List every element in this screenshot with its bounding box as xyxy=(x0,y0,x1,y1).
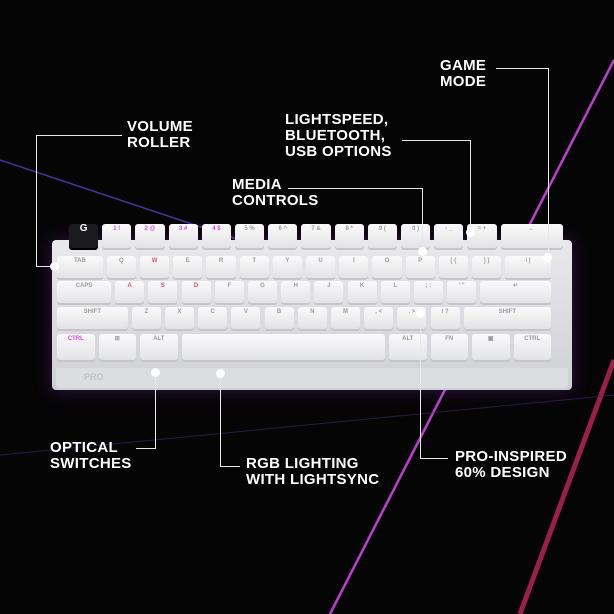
lightspeed-marker xyxy=(465,227,475,237)
key: \ | xyxy=(505,256,551,278)
media-controls-marker xyxy=(417,246,427,256)
key: ↵ xyxy=(480,281,551,303)
label-volume-roller: VOLUME ROLLER xyxy=(127,118,193,151)
key: W xyxy=(140,256,170,278)
pro-inspired-leader xyxy=(420,313,421,458)
key: / ? xyxy=(430,307,460,329)
key: D xyxy=(181,281,211,303)
key: , < xyxy=(364,307,394,329)
key: O xyxy=(372,256,402,278)
key: E xyxy=(173,256,203,278)
key: S xyxy=(148,281,178,303)
key: N xyxy=(297,307,327,329)
key: 1 ! xyxy=(102,224,132,248)
rgb-lighting-leader xyxy=(220,373,221,466)
media-controls-leader xyxy=(288,188,422,189)
key: ' " xyxy=(447,281,477,303)
key: 7 & xyxy=(301,224,331,248)
lightspeed-leader xyxy=(402,140,470,141)
key: [ { xyxy=(438,256,468,278)
key: SHIFT xyxy=(463,307,551,329)
key: R xyxy=(206,256,236,278)
key: U xyxy=(306,256,336,278)
key: Q xyxy=(106,256,136,278)
key: Z xyxy=(131,307,161,329)
label-rgb-lighting: RGB LIGHTING WITH LIGHTSYNC xyxy=(246,455,380,488)
label-pro-inspired: PRO-INSPIRED 60% DESIGN xyxy=(455,448,567,481)
key: CTRL xyxy=(57,334,95,360)
key: P xyxy=(405,256,435,278)
lightspeed-leader xyxy=(470,140,471,232)
key: 3 # xyxy=(168,224,198,248)
key: ; : xyxy=(413,281,444,303)
rgb-lighting-leader xyxy=(220,466,240,467)
key: 9 ( xyxy=(367,224,397,248)
key: CTRL xyxy=(513,334,551,360)
key: T xyxy=(239,256,269,278)
key: B xyxy=(264,307,294,329)
key: ⊞ xyxy=(98,334,136,360)
key: L xyxy=(380,281,410,303)
label-game-mode: GAME MODE xyxy=(440,57,487,90)
optical-switches-leader xyxy=(155,372,156,448)
key: G xyxy=(247,281,278,303)
key: CAPS xyxy=(57,281,112,303)
pro-inspired-leader xyxy=(420,458,448,459)
key: - _ xyxy=(434,224,464,248)
volume-roller-leader xyxy=(36,135,37,266)
rgb-lighting-marker xyxy=(215,368,225,378)
game-mode-key: G xyxy=(69,224,99,248)
key: A xyxy=(115,281,145,303)
key: Y xyxy=(272,256,302,278)
brand-mark: PRO xyxy=(84,372,104,382)
key: C xyxy=(198,307,228,329)
key: TAB xyxy=(57,256,103,278)
pro-inspired-marker xyxy=(415,308,425,318)
key: 5 % xyxy=(235,224,265,248)
media-controls-leader xyxy=(422,188,423,250)
game-mode-marker xyxy=(542,252,552,262)
key: J xyxy=(314,281,344,303)
key: I xyxy=(339,256,369,278)
key: 8 * xyxy=(334,224,364,248)
key: 4 $ xyxy=(201,224,231,248)
volume-roller-leader xyxy=(36,135,122,136)
volume-roller-leader xyxy=(36,266,54,267)
optical-switches-marker xyxy=(150,367,160,377)
key: M xyxy=(330,307,361,329)
keyboard-base xyxy=(56,368,568,388)
key: 2 @ xyxy=(135,224,165,248)
key: 0 ) xyxy=(401,224,431,248)
label-lightspeed: LIGHTSPEED, BLUETOOTH, USB OPTIONS xyxy=(285,111,392,160)
key: X xyxy=(164,307,195,329)
optical-switches-leader xyxy=(136,448,156,449)
label-media-controls: MEDIA CONTROLS xyxy=(232,176,319,209)
key: ALT xyxy=(140,334,178,360)
key: K xyxy=(347,281,377,303)
key: FN xyxy=(430,334,468,360)
key: F xyxy=(214,281,244,303)
spacebar-key xyxy=(181,334,385,360)
key: 6 ^ xyxy=(268,224,298,248)
volume-roller-marker xyxy=(49,261,59,271)
key: ▣ xyxy=(472,334,510,360)
game-mode-leader xyxy=(548,68,549,258)
key: ← xyxy=(500,224,563,248)
key: V xyxy=(231,307,261,329)
key: ] } xyxy=(472,256,502,278)
game-mode-leader xyxy=(496,68,548,69)
key: H xyxy=(281,281,311,303)
label-optical-switches: OPTICAL SWITCHES xyxy=(50,439,132,472)
key: SHIFT xyxy=(57,307,128,329)
